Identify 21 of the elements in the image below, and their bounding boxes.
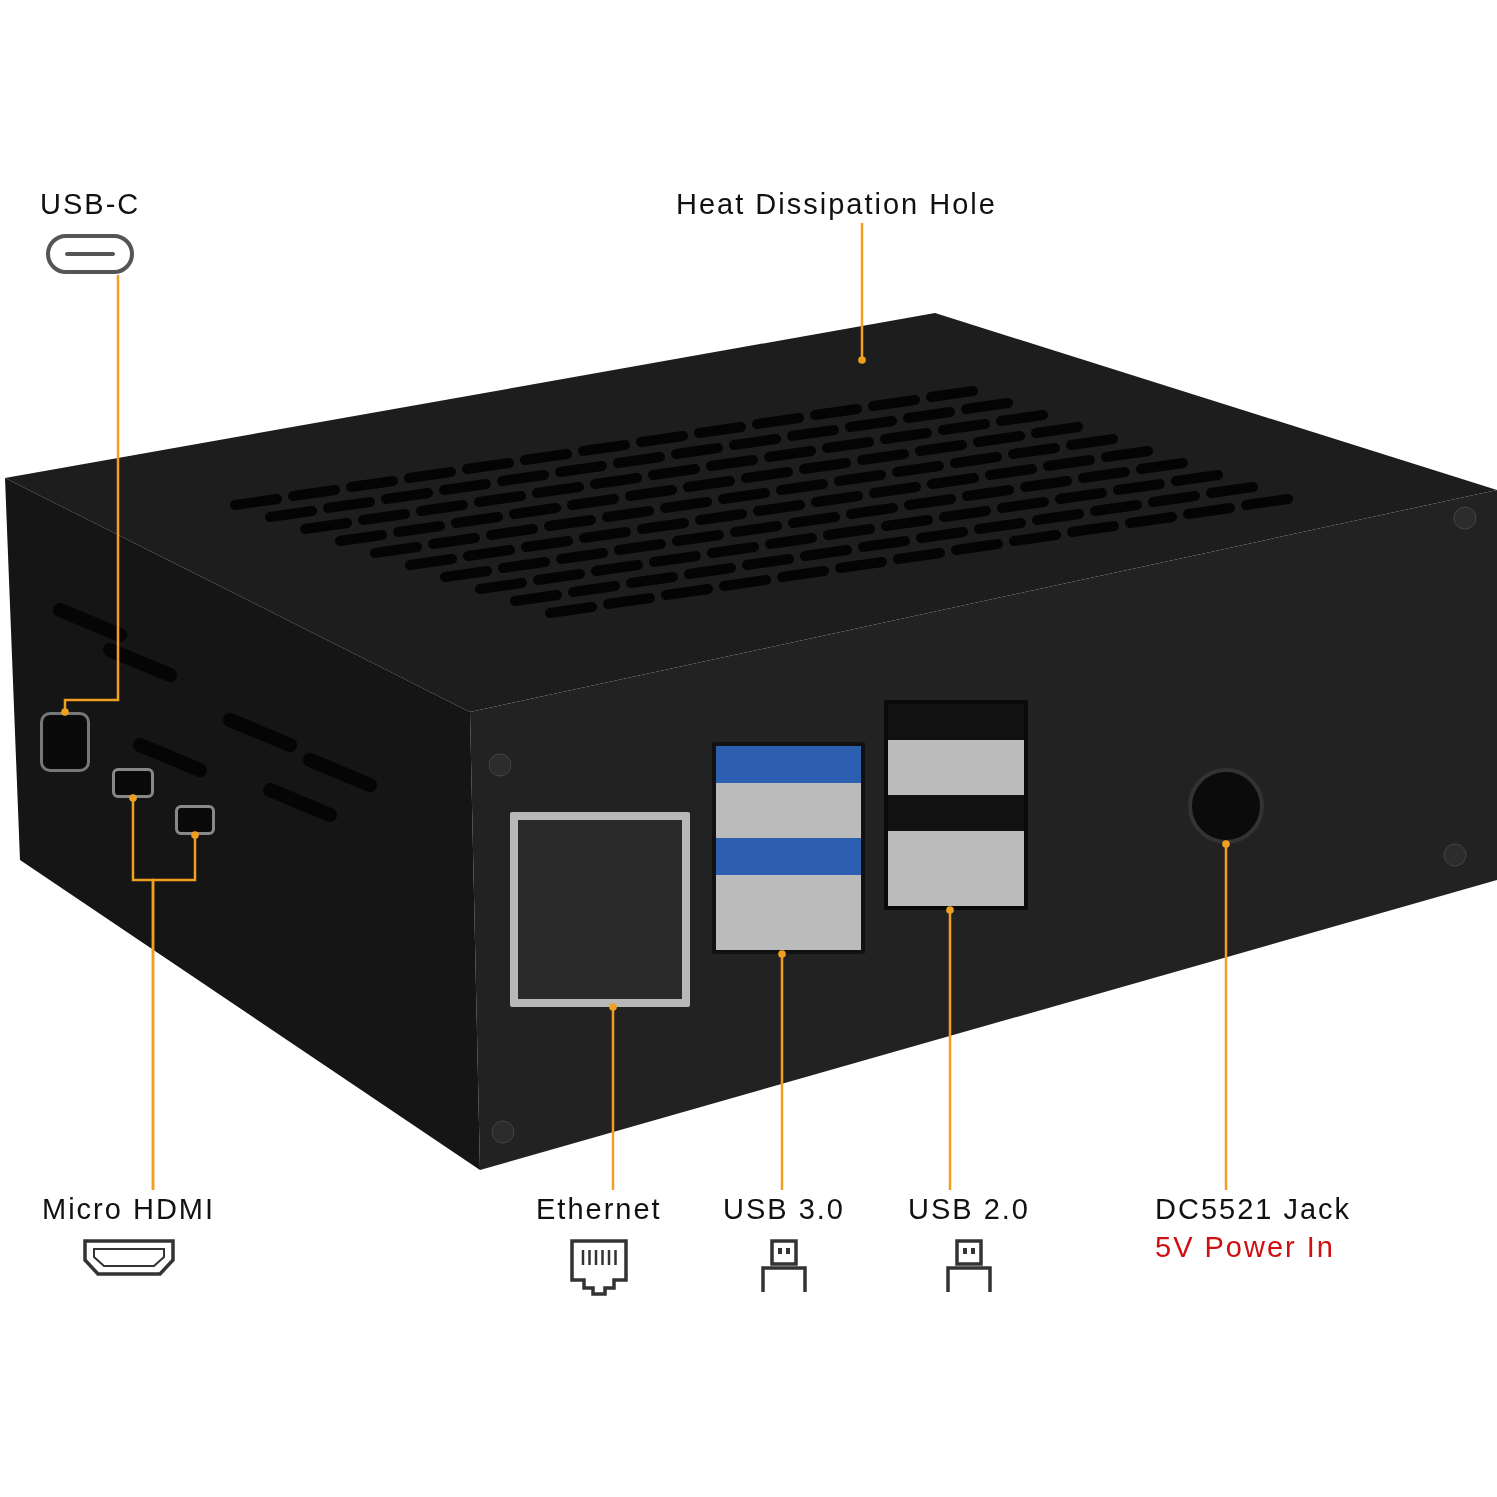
micro-hdmi-port <box>112 768 154 798</box>
port-label: Ethernet <box>536 1192 662 1227</box>
micro-hdmi-port <box>175 805 215 835</box>
leader-line <box>778 950 786 1190</box>
usb-c-port <box>40 712 90 772</box>
power-spec-label: 5V Power In <box>1155 1230 1336 1265</box>
port-label: DC5521 Jack <box>1155 1192 1352 1227</box>
usb-port <box>884 700 1028 910</box>
leader-line <box>946 906 954 1190</box>
ethernet-port <box>510 812 690 1007</box>
port-label: USB-C <box>40 187 141 222</box>
leader-line <box>61 275 120 716</box>
leader-line <box>609 1003 617 1190</box>
leader-line <box>858 223 866 364</box>
leader-line <box>151 831 199 1190</box>
port-label: Heat Dissipation Hole <box>676 187 997 222</box>
leader-line <box>1222 840 1230 1190</box>
usb-port <box>712 742 865 954</box>
port-label: Micro HDMI <box>42 1192 216 1227</box>
port-label: USB 2.0 <box>908 1192 1030 1227</box>
port-label: USB 3.0 <box>723 1192 845 1227</box>
